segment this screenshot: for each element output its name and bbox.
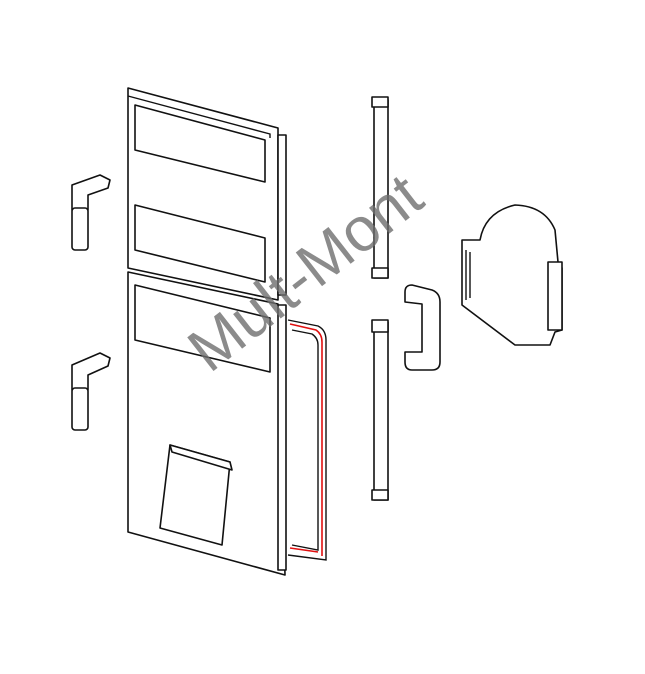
door-gasket (287, 319, 327, 561)
hinge-lower (71, 352, 111, 431)
vertical-bar-upper (371, 96, 389, 279)
lower-door-panel (127, 271, 287, 576)
vertical-bar-lower (371, 319, 389, 501)
clip-bracket (404, 284, 441, 371)
round-cover-part (461, 204, 563, 346)
upper-door-panel (127, 87, 287, 301)
hinge-upper (71, 174, 111, 251)
